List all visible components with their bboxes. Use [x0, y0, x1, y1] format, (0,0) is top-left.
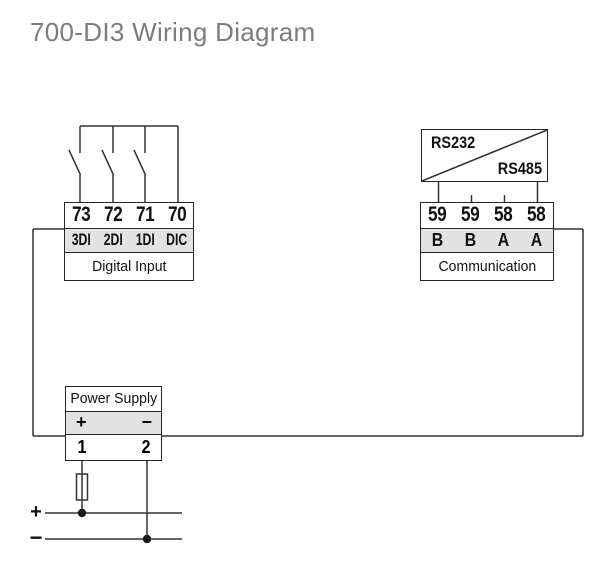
terminal-58-a2: 58 [527, 203, 546, 227]
minus-junction-dot [142, 534, 152, 544]
polarity-minus-label: − [141, 412, 152, 433]
supply-bus-plus-label: + [30, 501, 42, 523]
rs485-label: RS485 [497, 159, 542, 178]
page-title: 700-DI3 Wiring Diagram [30, 17, 316, 47]
terminal-73: 73 [71, 203, 91, 227]
power-supply-terminal-row: 1 2 [66, 434, 161, 460]
terminal-58-a1: 58 [494, 203, 513, 227]
signal-b2-label: B [464, 229, 477, 250]
channel-1di-label: 1DI [135, 230, 155, 250]
power-supply-polarity-row: + − [66, 410, 161, 434]
rs232-label: RS232 [431, 133, 476, 152]
digital-input-title: Digital Input [91, 258, 167, 275]
communication-signal-row: B B A A [421, 227, 553, 252]
terminal-59-b1: 59 [428, 203, 447, 227]
channel-3di-label: 3DI [71, 230, 91, 250]
signal-a2-label: A [530, 229, 543, 250]
power-supply-name-row: Power Supply [66, 387, 161, 411]
supply-bus-minus-label: − [29, 525, 43, 550]
digital-input-name-row: Digital Input [65, 252, 193, 280]
di-switch-1-blade-icon [133, 149, 147, 176]
digital-input-block: 73 72 71 70 3DI 2DI 1DI DIC Digital Inpu… [64, 202, 194, 281]
terminal-1: 1 [77, 437, 87, 457]
communication-title: Communication [438, 258, 536, 275]
plus-junction-dot [77, 508, 87, 518]
di-switch-2-blade-icon [101, 149, 115, 176]
communication-name-row: Communication [421, 252, 553, 280]
terminal-72: 72 [103, 203, 123, 227]
digital-input-channel-row: 3DI 2DI 1DI DIC [65, 227, 193, 252]
digital-input-terminal-row: 73 72 71 70 [65, 203, 193, 228]
power-supply-block: Power Supply + − 1 2 [65, 386, 162, 461]
di-switch-3-blade-icon [68, 149, 82, 176]
terminal-71: 71 [135, 203, 155, 227]
power-supply-title: Power Supply [70, 390, 157, 407]
terminal-59-b2: 59 [461, 203, 480, 227]
polarity-plus-label: + [76, 412, 87, 433]
protocol-selector-box: RS232 RS485 [421, 129, 548, 182]
signal-b1-label: B [431, 229, 444, 250]
communication-terminal-row: 59 59 58 58 [421, 203, 553, 228]
protocol-diagonal-divider [422, 130, 547, 181]
signal-a1-label: A [497, 229, 510, 250]
channel-dic-label: DIC [166, 230, 188, 250]
communication-block: 59 59 58 58 B B A A Communication [420, 202, 554, 281]
terminal-70: 70 [167, 203, 187, 227]
channel-2di-label: 2DI [103, 230, 123, 250]
terminal-2: 2 [141, 437, 151, 457]
